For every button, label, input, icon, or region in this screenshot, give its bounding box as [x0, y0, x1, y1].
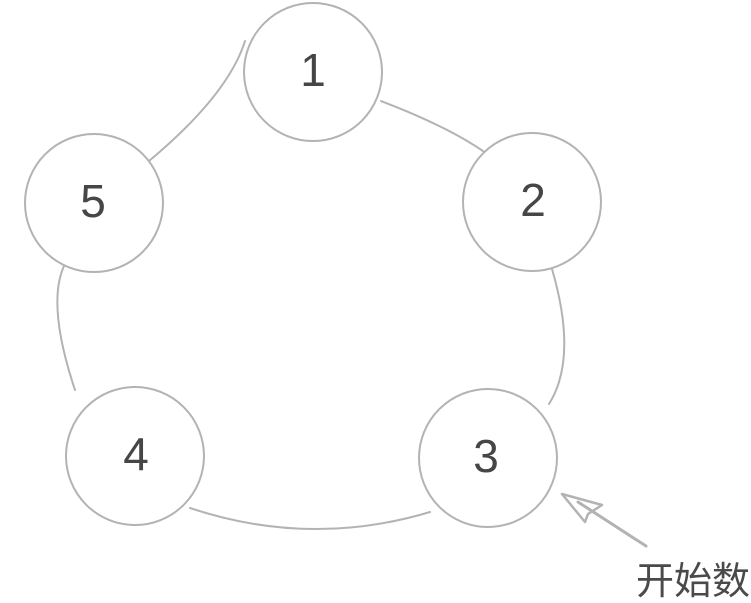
edge-node1-to-node2: [380, 100, 491, 157]
edge-node2-to-node3: [548, 268, 566, 405]
node-5-circle[interactable]: [24, 133, 164, 273]
pointer-arrow-shaft: [576, 500, 648, 548]
node-1[interactable]: 1: [243, 2, 383, 142]
node-2-circle[interactable]: [462, 132, 602, 272]
edge-group: [56, 40, 566, 530]
node-group: 1 2 3 4 5: [24, 2, 602, 528]
node-1-label: 1: [300, 44, 326, 96]
node-4-circle[interactable]: [65, 386, 205, 526]
start-pointer-annotation: 开始数: [560, 492, 750, 603]
node-2-label: 2: [520, 174, 546, 226]
node-4[interactable]: 4: [65, 386, 205, 526]
node-5[interactable]: 5: [24, 133, 164, 273]
edge-node4-to-node5: [56, 261, 76, 391]
edge-node5-to-node1: [148, 40, 246, 162]
node-5-label: 5: [80, 175, 106, 227]
pointer-arrow-head-icon: [560, 492, 604, 524]
start-pointer-label: 开始数: [636, 559, 750, 603]
node-2[interactable]: 2: [462, 132, 602, 272]
node-3[interactable]: 3: [418, 388, 558, 528]
edge-node3-to-node4: [189, 507, 431, 530]
node-3-circle[interactable]: [418, 388, 558, 528]
node-1-circle[interactable]: [243, 2, 383, 142]
node-4-label: 4: [123, 428, 149, 480]
node-3-label: 3: [473, 430, 499, 482]
